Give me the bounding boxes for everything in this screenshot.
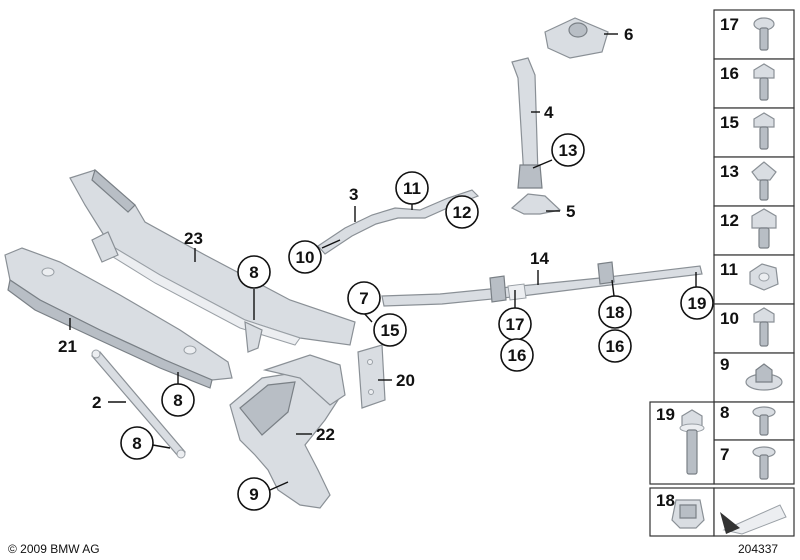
svg-text:2: 2: [92, 393, 101, 412]
svg-text:13: 13: [559, 141, 578, 160]
callout-6: 6: [624, 25, 633, 44]
fastener-15-icon: [753, 112, 775, 150]
svg-text:10: 10: [296, 248, 315, 267]
svg-text:18: 18: [606, 303, 625, 322]
svg-text:17: 17: [720, 15, 739, 34]
svg-text:20: 20: [396, 371, 415, 390]
svg-text:9: 9: [720, 355, 729, 374]
callout-8-top: 8: [237, 255, 271, 289]
svg-text:8: 8: [249, 263, 258, 282]
reference-number: 204337: [738, 542, 778, 556]
svg-text:8: 8: [132, 434, 141, 453]
callout-3: 3: [349, 185, 358, 204]
svg-text:7: 7: [359, 289, 368, 308]
svg-text:9: 9: [249, 485, 258, 504]
part-6-clip: [544, 17, 609, 59]
arrow-icon: [720, 504, 787, 535]
fastener-10-icon: [753, 307, 775, 347]
part-4-support: [511, 57, 543, 189]
part-14-beam: [381, 261, 703, 307]
callout-9: 9: [237, 477, 271, 511]
part-23-carrier: [69, 168, 356, 353]
callout-10: 10: [288, 240, 322, 274]
svg-text:19: 19: [688, 294, 707, 313]
svg-text:13: 13: [720, 162, 739, 181]
part-20-plate: [357, 344, 386, 409]
svg-text:19: 19: [656, 405, 675, 424]
svg-text:3: 3: [349, 185, 358, 204]
callout-13: 13: [551, 133, 585, 167]
callout-15: 15: [373, 313, 407, 347]
callout-4: 4: [544, 103, 554, 122]
svg-text:16: 16: [720, 64, 739, 83]
callout-11: 11: [395, 171, 429, 205]
svg-text:11: 11: [720, 260, 738, 279]
svg-text:23: 23: [184, 229, 203, 248]
callout-23: 23: [184, 229, 203, 248]
callout-12: 12: [445, 195, 479, 229]
fastener-19-icon: [679, 409, 705, 475]
part-21-bumper-carrier: [4, 247, 233, 389]
callout-2: 2: [92, 393, 101, 412]
fastener-8-icon: [752, 406, 776, 436]
svg-text:18: 18: [656, 491, 675, 510]
svg-text:12: 12: [453, 203, 472, 222]
callout-7: 7: [347, 281, 381, 315]
svg-text:15: 15: [720, 113, 739, 132]
fastener-18-icon: [671, 499, 705, 529]
svg-text:4: 4: [544, 103, 554, 122]
fastener-legend: 17 16 15 13 12 11 10 9 8 7 19 18: [649, 9, 795, 537]
svg-text:7: 7: [720, 445, 729, 464]
legend-cell-13: [713, 156, 795, 207]
svg-text:14: 14: [530, 249, 549, 268]
part-22-bracket: [229, 354, 346, 509]
callout-22: 22: [316, 425, 335, 444]
svg-text:22: 22: [316, 425, 335, 444]
callout-8-mid: 8: [161, 383, 195, 417]
svg-text:11: 11: [403, 179, 421, 198]
leader-lines: [69, 33, 697, 491]
legend-cell-16: [713, 58, 795, 109]
callout-21: 21: [58, 337, 77, 356]
svg-text:5: 5: [566, 202, 575, 221]
fastener-13-icon: [751, 161, 777, 201]
svg-text:16: 16: [508, 346, 527, 365]
callout-20: 20: [396, 371, 415, 390]
callout-14: 14: [530, 249, 549, 268]
part-2-rod: [91, 349, 186, 459]
callout-18: 18: [598, 295, 632, 329]
callout-8-low: 8: [120, 426, 154, 460]
svg-text:8: 8: [173, 391, 182, 410]
fastener-16-icon: [753, 63, 775, 101]
svg-text:16: 16: [606, 337, 625, 356]
svg-text:6: 6: [624, 25, 633, 44]
fastener-12-icon: [751, 208, 777, 249]
callout-17: 17: [498, 307, 532, 341]
legend-cell-17: [713, 9, 795, 60]
legend-cell-15: [713, 107, 795, 158]
copyright-text: © 2009 BMW AG: [8, 542, 100, 556]
callout-19: 19: [680, 286, 714, 320]
svg-text:12: 12: [720, 211, 739, 230]
callout-5: 5: [566, 202, 575, 221]
part-3-strut: [317, 189, 480, 255]
fastener-11-icon: [749, 263, 779, 291]
svg-text:17: 17: [506, 315, 525, 334]
svg-text:15: 15: [381, 321, 400, 340]
part-5-mount: [510, 193, 562, 215]
svg-text:21: 21: [58, 337, 77, 356]
svg-text:8: 8: [720, 403, 729, 422]
legend-cell-7: [713, 439, 795, 485]
callout-16-left: 16: [500, 338, 534, 372]
fastener-7-icon: [752, 446, 776, 480]
fastener-17-icon: [753, 17, 775, 51]
callout-16-right: 16: [598, 329, 632, 363]
svg-text:10: 10: [720, 309, 739, 328]
fastener-9-icon: [745, 363, 783, 391]
